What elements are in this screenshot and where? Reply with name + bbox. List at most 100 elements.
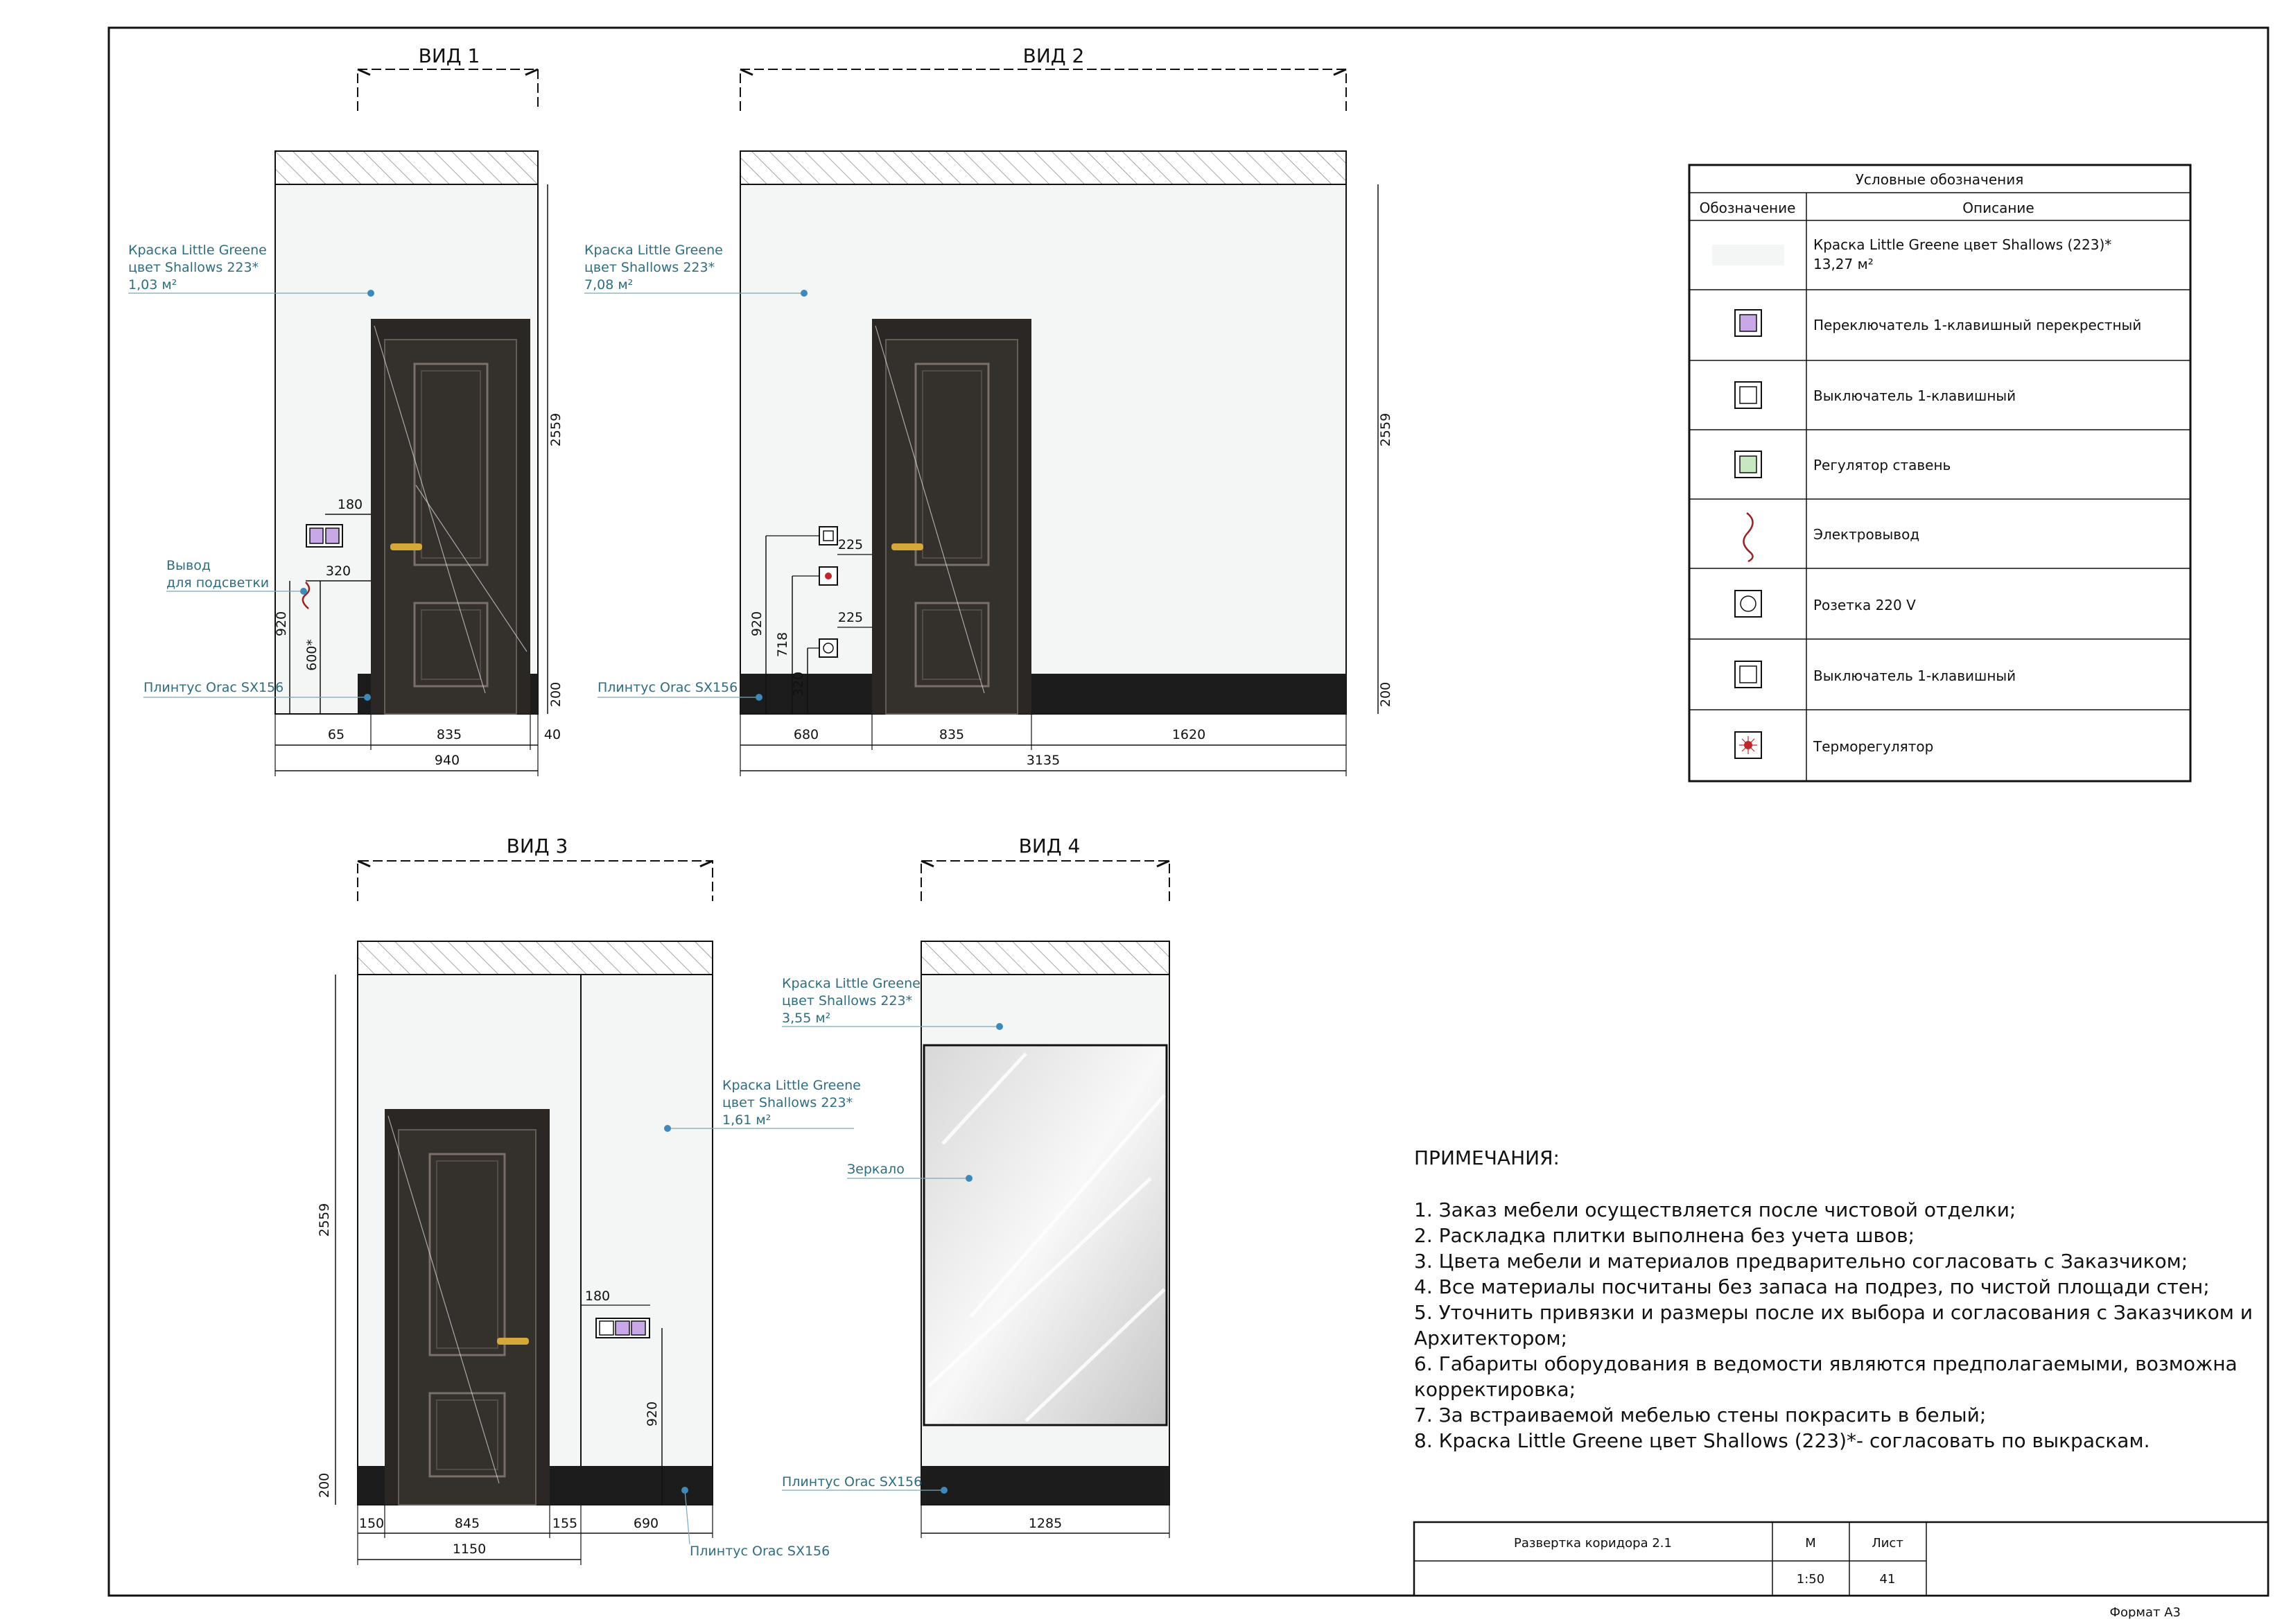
svg-text:Краска Little Greene: Краска Little Greene: [584, 243, 723, 258]
view-2-section-mark: [740, 69, 1347, 111]
view-1-plinth-annotation: Плинтус Orac SX156: [143, 680, 371, 701]
legend-row: Краска Little Greene цвет Shallows (223)…: [1689, 236, 2190, 290]
view-2-dim-total: 3135: [1027, 753, 1060, 768]
legend-row: Переключатель 1-клавишный перекрестный: [1689, 309, 2190, 361]
view-3-dim-total: 1150: [453, 1542, 486, 1557]
view-1-dim-320: 320: [326, 564, 351, 579]
scale-value: 1:50: [1797, 1572, 1824, 1587]
view-2-paint-annotation: Краска Little Greene цвет Shallows 223* …: [584, 243, 808, 297]
view-1-title: ВИД 1: [419, 44, 480, 67]
notes-title: ПРИМЕЧАНИЯ:: [1414, 1146, 1560, 1169]
svg-text:Плинтус Orac SX156: Плинтус Orac SX156: [598, 680, 738, 695]
view-1-door: [371, 319, 530, 715]
door-handle-icon: [497, 1338, 529, 1345]
legend-row: Розетка 220 V: [1689, 590, 2190, 640]
view-1-section-mark: [357, 69, 539, 111]
view-4-title: ВИД 4: [1019, 835, 1081, 857]
svg-text:цвет Shallows 223*: цвет Shallows 223*: [782, 993, 912, 1009]
view-4-paint-annotation: Краска Little Greene цвет Shallows 223* …: [782, 976, 1003, 1030]
note-line: 6. Габариты оборудования в ведомости явл…: [1414, 1352, 2238, 1375]
door-handle-icon: [390, 543, 422, 550]
view-4-plinth-annotation: Плинтус Orac SX156: [782, 1474, 948, 1494]
view-2-dim-1620: 1620: [1172, 727, 1205, 742]
paint-swatch-icon: [1712, 245, 1784, 265]
view-3-dim-845: 845: [455, 1516, 480, 1531]
view-3-dim-920: 920: [645, 1402, 660, 1426]
view-1-dim-total: 940: [435, 753, 460, 768]
sheet-label: Лист: [1872, 1536, 1903, 1551]
view-1-dim-920: 920: [274, 611, 289, 636]
svg-text:Плинтус Orac SX156: Плинтус Orac SX156: [143, 680, 284, 695]
svg-text:цвет Shallows 223*: цвет Shallows 223*: [584, 260, 715, 275]
door-handle-icon: [891, 543, 923, 550]
svg-text:Плинтус Orac SX156: Плинтус Orac SX156: [782, 1474, 922, 1490]
legend-table: Условные обозначения Обозначение Описани…: [1688, 164, 2192, 783]
view-2: ВИД 2: [584, 44, 1393, 776]
view-3-door: [385, 1109, 550, 1505]
note-line: 1. Заказ мебели осуществляется после чис…: [1414, 1198, 2016, 1221]
view-2-dim-718: 718: [775, 632, 790, 657]
view-1: ВИД 1 180 320 920 600*: [128, 44, 564, 776]
view-3-dim-180: 180: [585, 1289, 610, 1304]
svg-text:Зеркало: Зеркало: [847, 1162, 905, 1177]
view-1-led-wire-icon: [302, 582, 311, 609]
svg-text:Краска Little Greene: Краска Little Greene: [782, 976, 921, 991]
svg-text:Краска Little Greene: Краска Little Greene: [722, 1078, 861, 1093]
legend-row: Электровывод: [1689, 512, 2190, 569]
electrical-outlet-wire-icon: [1743, 512, 1754, 563]
legend-title: Условные обозначения: [1856, 171, 2024, 188]
view-1-dim-40: 40: [544, 727, 561, 742]
view-2-ceiling-slab: [740, 150, 1347, 185]
svg-text:13,27 м²: 13,27 м²: [1813, 256, 1874, 272]
view-2-dim-225-a: 225: [838, 537, 863, 552]
scale-label: М: [1805, 1536, 1816, 1551]
view-2-dim-base: 200: [1378, 682, 1393, 707]
legend-row: Регулятор ставень: [1689, 451, 2190, 500]
view-1-dim-65: 65: [328, 727, 345, 742]
view-4-ceiling-slab: [921, 941, 1170, 975]
view-4: ВИД 4 1285 Краска Little Greene цвет Sha…: [782, 835, 1170, 1538]
note-line: 4. Все материалы посчитаны без запаса на…: [1414, 1275, 2210, 1298]
svg-text:Регулятор ставень: Регулятор ставень: [1813, 457, 1951, 473]
view-1-dim-base: 200: [548, 682, 564, 707]
legend-row: Выключатель 1-клавишный: [1689, 381, 2190, 430]
view-2-dim-height: 2559: [1378, 413, 1393, 446]
view-2-wall: [740, 184, 1347, 715]
view-1-dim-height: 2559: [548, 413, 564, 446]
svg-text:3,55 м²: 3,55 м²: [782, 1011, 830, 1026]
svg-text:цвет Shallows 223*: цвет Shallows 223*: [128, 260, 259, 275]
view-1-dim-600: 600*: [304, 639, 320, 671]
note-line: 7. За встраиваемой мебелью стены покраси…: [1414, 1404, 1986, 1426]
svg-text:Переключатель 1-клавишный пере: Переключатель 1-клавишный перекрестный: [1813, 317, 2141, 333]
svg-text:для подсветки: для подсветки: [166, 575, 269, 591]
svg-text:Плинтус Orac SX156: Плинтус Orac SX156: [690, 1544, 830, 1559]
view-2-dim-920: 920: [749, 611, 765, 636]
note-line: Архитектором;: [1414, 1327, 1567, 1350]
view-2-plinth-annotation: Плинтус Orac SX156: [598, 680, 762, 701]
svg-text:Краска Little Greene цвет Shal: Краска Little Greene цвет Shallows (223)…: [1813, 236, 2111, 253]
legend-col-description: Описание: [1962, 200, 2034, 216]
view-3-dim-155: 155: [552, 1516, 577, 1531]
svg-text:цвет Shallows 223*: цвет Shallows 223*: [722, 1095, 853, 1110]
view-2-dim-835: 835: [939, 727, 964, 742]
svg-text:Выключатель 1-клавишный: Выключатель 1-клавишный: [1813, 667, 2016, 684]
view-2-plinth: [740, 674, 1346, 714]
svg-text:1,03 м²: 1,03 м²: [128, 277, 177, 293]
view-2-switch-icon: [819, 526, 838, 545]
paper-format: Формат А3: [2109, 1605, 2181, 1620]
view-4-mirror: [923, 1044, 1168, 1426]
view-1-paint-annotation: Краска Little Greene цвет Shallows 223* …: [128, 243, 374, 297]
view-1-led-annotation: Вывод для подсветки: [166, 558, 307, 595]
view-1-dim-180: 180: [338, 497, 363, 512]
svg-text:Вывод: Вывод: [166, 558, 211, 573]
view-3-dim-150: 150: [359, 1516, 384, 1531]
view-2-dim-680: 680: [794, 727, 819, 742]
note-line: корректировка;: [1414, 1378, 1576, 1401]
view-2-dim-225-b: 225: [838, 610, 863, 625]
view-4-mirror-annotation: Зеркало: [847, 1162, 973, 1182]
view-3-switch-block: [595, 1318, 650, 1338]
view-2-dim-320: 320: [791, 672, 806, 697]
view-4-dim-total: 1285: [1029, 1516, 1062, 1531]
view-3: ВИД 3 180 920 2559 200: [317, 835, 861, 1565]
